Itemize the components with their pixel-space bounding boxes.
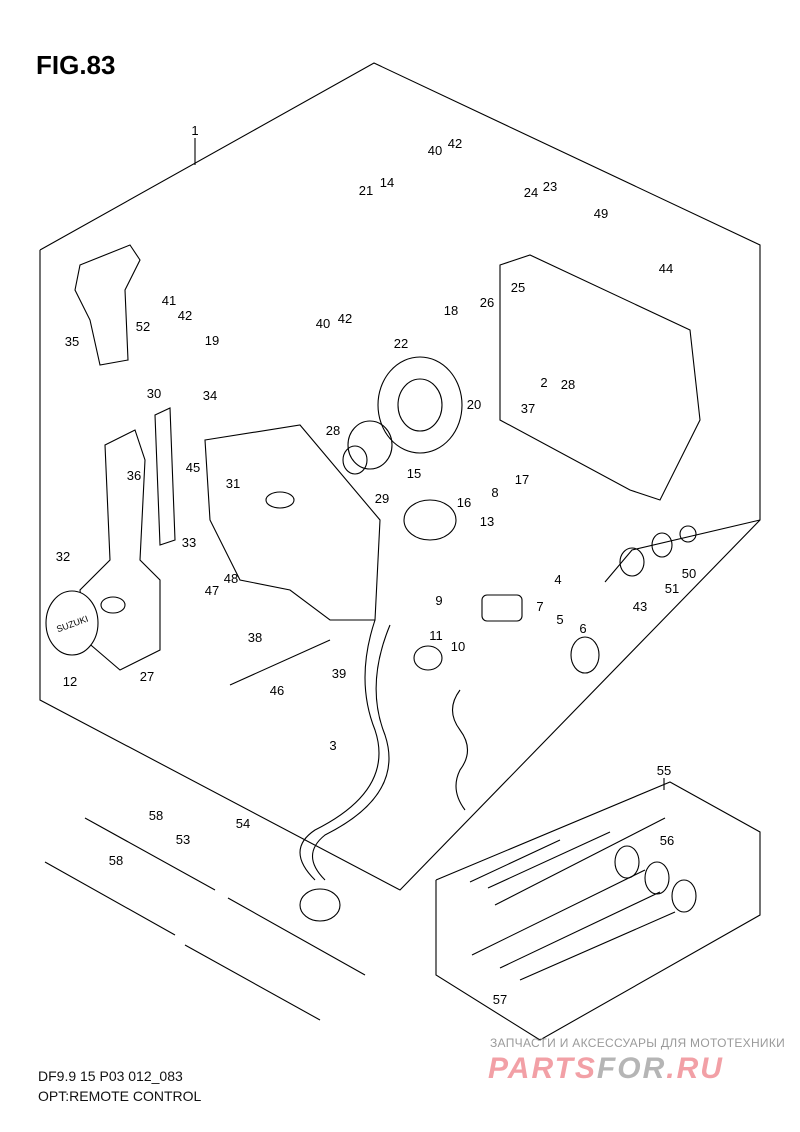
callout-46: 46 <box>270 683 284 698</box>
watermark-logo-part3: .RU <box>666 1052 724 1085</box>
callout-52: 52 <box>136 319 150 334</box>
callout-41: 41 <box>162 293 176 308</box>
callout-29: 29 <box>375 491 389 506</box>
figure-title: FIG.83 <box>36 50 116 80</box>
handle-grip <box>74 244 141 366</box>
callout-40: 40 <box>316 316 330 331</box>
callout-31: 31 <box>226 476 240 491</box>
callout-26: 26 <box>480 295 494 310</box>
callout-40: 40 <box>428 143 442 158</box>
control-housing <box>204 424 381 621</box>
callout-43: 43 <box>633 599 647 614</box>
callout-19: 19 <box>205 333 219 348</box>
kit-boundary <box>435 781 761 1041</box>
callout-49: 49 <box>594 206 608 221</box>
callout-56: 56 <box>660 833 674 848</box>
buzzer <box>403 499 457 541</box>
callout-38: 38 <box>248 630 262 645</box>
callout-44: 44 <box>659 261 673 276</box>
watermark-logo-part1: PARTS <box>488 1052 597 1085</box>
callout-34: 34 <box>203 388 217 403</box>
callout-4: 4 <box>554 572 561 587</box>
callout-11: 11 <box>429 628 443 643</box>
callout-55: 55 <box>657 763 671 778</box>
callout-16: 16 <box>457 495 471 510</box>
callout-6: 6 <box>579 621 586 636</box>
callout-48: 48 <box>224 571 238 586</box>
callout-39: 39 <box>332 666 346 681</box>
callout-1: 1 <box>191 123 198 138</box>
callout-42: 42 <box>448 136 462 151</box>
callout-17: 17 <box>515 472 529 487</box>
callout-35: 35 <box>65 334 79 349</box>
callout-15: 15 <box>407 466 421 481</box>
callout-50: 50 <box>682 566 696 581</box>
callout-27: 27 <box>140 669 154 684</box>
callout-28: 28 <box>326 423 340 438</box>
callout-9: 9 <box>435 593 442 608</box>
callout-21: 21 <box>359 183 373 198</box>
callout-53: 53 <box>176 832 190 847</box>
watermark-tagline: ЗАПЧАСТИ И АКСЕССУАРЫ ДЛЯ МОТОТЕХНИКИ <box>490 1036 786 1050</box>
callout-57: 57 <box>493 992 507 1007</box>
suzuki-knob <box>45 590 99 656</box>
callout-5: 5 <box>556 612 563 627</box>
callout-3: 3 <box>329 738 336 753</box>
callout-36: 36 <box>127 468 141 483</box>
watermark-logo-part2: FOR <box>596 1052 667 1085</box>
callout-2: 2 <box>540 375 547 390</box>
callout-42: 42 <box>338 311 352 326</box>
callout-18: 18 <box>444 303 458 318</box>
callout-32: 32 <box>56 549 70 564</box>
callout-28: 28 <box>561 377 575 392</box>
callout-51: 51 <box>665 581 679 596</box>
callout-47: 47 <box>205 583 219 598</box>
callout-25: 25 <box>511 280 525 295</box>
callout-23: 23 <box>543 179 557 194</box>
callout-12: 12 <box>63 674 77 689</box>
callout-42: 42 <box>178 308 192 323</box>
watermark-logo: PARTSFOR.RU <box>488 1052 724 1086</box>
diagram-caption: OPT:REMOTE CONTROL <box>38 1088 202 1104</box>
callout-54: 54 <box>236 816 250 831</box>
side-cover <box>499 254 701 501</box>
callout-8: 8 <box>491 485 498 500</box>
drawing-code: DF9.9 15 P03 012_083 <box>38 1068 183 1084</box>
callout-20: 20 <box>467 397 481 412</box>
callout-37: 37 <box>521 401 535 416</box>
callout-10: 10 <box>451 639 465 654</box>
callout-22: 22 <box>394 336 408 351</box>
callout-58: 58 <box>109 853 123 868</box>
friction-plate <box>377 356 463 454</box>
callout-58: 58 <box>149 808 163 823</box>
callout-7: 7 <box>536 599 543 614</box>
control-lever <box>79 429 161 671</box>
callout-24: 24 <box>524 185 538 200</box>
callout-33: 33 <box>182 535 196 550</box>
assembly-boundary <box>39 62 761 891</box>
callout-45: 45 <box>186 460 200 475</box>
callout-30: 30 <box>147 386 161 401</box>
callout-14: 14 <box>380 175 394 190</box>
callout-13: 13 <box>480 514 494 529</box>
